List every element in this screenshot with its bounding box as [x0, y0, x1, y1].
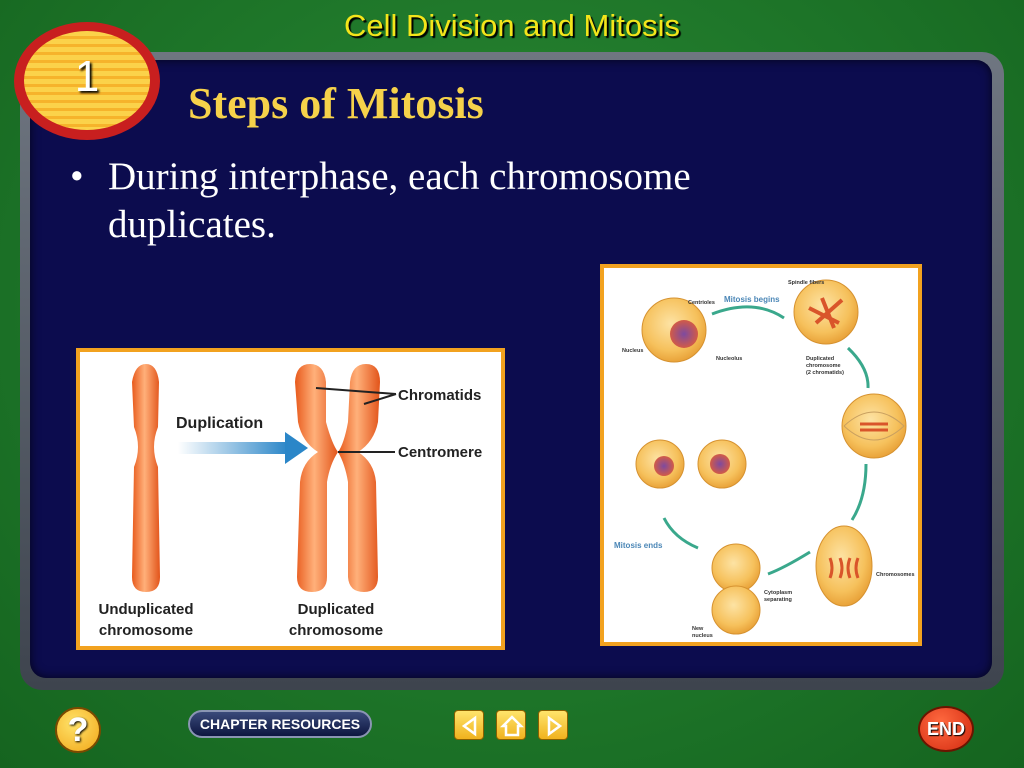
chromosomes-label: Chromosomes: [876, 572, 915, 578]
duplicated-label-1: Duplicated: [298, 601, 375, 618]
unduplicated-label-2: chromosome: [99, 622, 193, 639]
telophase-cell-bottom: [711, 585, 761, 635]
previous-button[interactable]: [454, 710, 484, 740]
spindle-fibers-label: Spindle fibers: [788, 280, 824, 286]
chapter-resources-button[interactable]: CHAPTER RESOURCES: [188, 710, 372, 738]
help-button[interactable]: ?: [55, 707, 101, 753]
duplication-arrow-head: [285, 432, 308, 464]
duplication-label: Duplication: [176, 415, 263, 432]
unduplicated-chromosome: [132, 364, 160, 592]
duplicated-chromosome-label-2: chromosome: [806, 363, 841, 369]
bullet-dot: •: [70, 155, 84, 198]
next-icon: [547, 715, 563, 737]
new-nucleus-label-1: New: [692, 626, 704, 632]
centrioles-label: Centrioles: [688, 300, 715, 306]
interphase-nucleus: [670, 320, 698, 348]
duplicated-chromosome-label-1: Duplicated: [806, 356, 834, 362]
right-chromatid: [338, 364, 380, 592]
mitosis-begins-label: Mitosis begins: [724, 295, 780, 304]
duplicated-label-2: chromosome: [289, 622, 383, 639]
unduplicated-label-1: Unduplicated: [98, 601, 193, 618]
cycle-arrow-4: [767, 550, 811, 576]
mitosis-cycle-figure: Mitosis begins Mitosis ends Spindle fibe…: [600, 264, 922, 646]
duplication-arrow-shaft: [178, 442, 288, 454]
bullet-text: During interphase, each chromosome dupli…: [108, 155, 691, 246]
cycle-arrow-2: [846, 346, 870, 389]
telophase-cell-top: [711, 543, 761, 593]
next-button[interactable]: [538, 710, 568, 740]
mitosis-ends-label: Mitosis ends: [614, 541, 663, 550]
cycle-arrow-5: [662, 517, 699, 550]
anaphase-cell: [815, 525, 873, 607]
nucleus-label: Nucleus: [622, 348, 643, 354]
slide-title: Steps of Mitosis: [188, 79, 484, 128]
end-button[interactable]: END: [918, 706, 974, 752]
left-chromatid: [295, 364, 338, 592]
home-button[interactable]: [496, 710, 526, 740]
duplicated-chromosome-label-3: (2 chromatids): [806, 370, 844, 376]
cytoplasm-label-2: separating: [764, 597, 792, 603]
section-number: 1: [74, 52, 100, 101]
chapter-title: Cell Division and Mitosis: [344, 8, 680, 43]
cytoplasm-label-1: Cytoplasm: [764, 590, 792, 596]
new-nucleus-label-2: nucleus: [692, 633, 713, 639]
bullet-point: • During interphase, each chromosome dup…: [70, 153, 830, 249]
chromatids-label: Chromatids: [398, 387, 481, 404]
chromosome-duplication-figure: Duplication Chromatids Centromere Undupl…: [76, 348, 505, 650]
cycle-arrow-1: [711, 305, 785, 320]
metaphase-cell: [841, 393, 907, 459]
section-badge-inner: [24, 31, 150, 130]
previous-icon: [461, 715, 477, 737]
centromere-label: Centromere: [398, 444, 482, 461]
cycle-arrow-3: [850, 463, 868, 521]
nucleolus-label: Nucleolus: [716, 356, 742, 362]
home-icon: [499, 715, 525, 737]
